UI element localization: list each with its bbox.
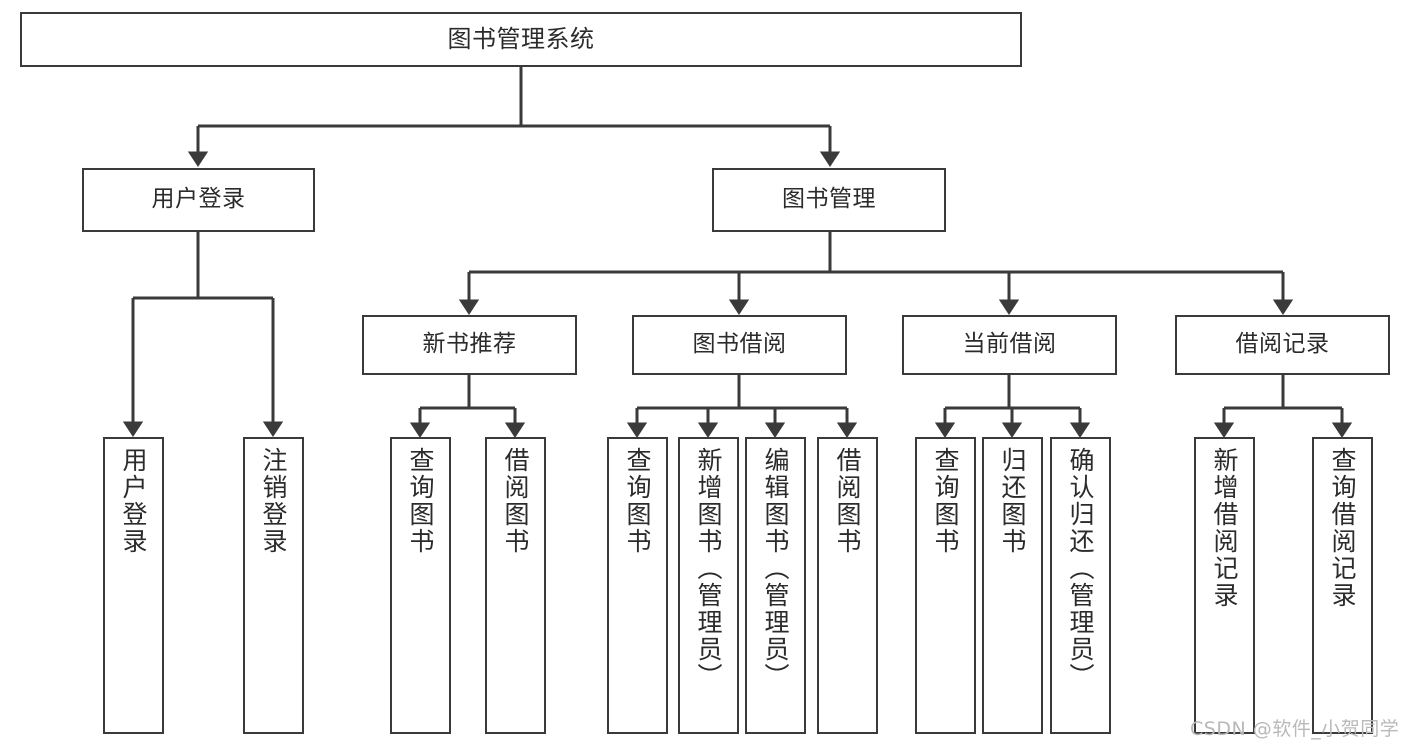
node-label: 借阅图书 bbox=[833, 447, 862, 555]
node-leaf-edit-book-admin[interactable]: 编辑图书（管理员） bbox=[745, 437, 806, 734]
node-current-borrow[interactable]: 当前借阅 bbox=[902, 315, 1117, 375]
node-leaf-borrow-book-1[interactable]: 借阅图书 bbox=[485, 437, 546, 734]
node-label: 确认归还（管理员） bbox=[1066, 447, 1095, 690]
node-label: 借阅记录 bbox=[1235, 331, 1330, 358]
node-label: 用户登录 bbox=[151, 186, 246, 213]
node-leaf-query-book-3[interactable]: 查询图书 bbox=[915, 437, 976, 734]
node-label: 图书管理 bbox=[782, 186, 876, 213]
node-label: 新书推荐 bbox=[422, 331, 517, 358]
node-label: 新增图书（管理员） bbox=[694, 447, 723, 690]
csdn-watermark: CSDN @软件_小贺同学 bbox=[1190, 718, 1400, 740]
node-root-system[interactable]: 图书管理系统 bbox=[20, 12, 1022, 67]
node-leaf-query-book-2[interactable]: 查询图书 bbox=[607, 437, 668, 734]
node-leaf-confirm-return-admin[interactable]: 确认归还（管理员） bbox=[1050, 437, 1111, 734]
node-leaf-user-login[interactable]: 用户登录 bbox=[103, 437, 164, 734]
node-book-borrow[interactable]: 图书借阅 bbox=[632, 315, 847, 375]
node-label: 用户登录 bbox=[119, 447, 148, 555]
node-label: 新增借阅记录 bbox=[1210, 447, 1239, 609]
node-leaf-add-book-admin[interactable]: 新增图书（管理员） bbox=[678, 437, 739, 734]
node-label: 当前借阅 bbox=[962, 331, 1057, 358]
node-borrow-record[interactable]: 借阅记录 bbox=[1175, 315, 1390, 375]
node-new-book-recommend[interactable]: 新书推荐 bbox=[362, 315, 577, 375]
node-leaf-return-book[interactable]: 归还图书 bbox=[982, 437, 1043, 734]
node-label: 编辑图书（管理员） bbox=[761, 447, 790, 690]
node-label: 图书管理系统 bbox=[447, 25, 595, 54]
node-label: 归还图书 bbox=[998, 447, 1027, 555]
node-label: 查询图书 bbox=[406, 447, 435, 555]
node-leaf-borrow-book-2[interactable]: 借阅图书 bbox=[817, 437, 878, 734]
node-leaf-logout-login[interactable]: 注销登录 bbox=[243, 437, 304, 734]
node-label: 图书借阅 bbox=[692, 331, 787, 358]
node-label: 查询图书 bbox=[623, 447, 652, 555]
node-user-login[interactable]: 用户登录 bbox=[82, 168, 315, 232]
node-book-management[interactable]: 图书管理 bbox=[712, 168, 946, 232]
node-label: 查询图书 bbox=[931, 447, 960, 555]
node-leaf-query-borrow-record[interactable]: 查询借阅记录 bbox=[1312, 437, 1373, 734]
node-leaf-query-book-1[interactable]: 查询图书 bbox=[390, 437, 451, 734]
node-label: 查询借阅记录 bbox=[1328, 447, 1357, 609]
node-leaf-add-borrow-record[interactable]: 新增借阅记录 bbox=[1194, 437, 1255, 734]
node-label: 借阅图书 bbox=[501, 447, 530, 555]
node-label: 注销登录 bbox=[259, 447, 288, 555]
